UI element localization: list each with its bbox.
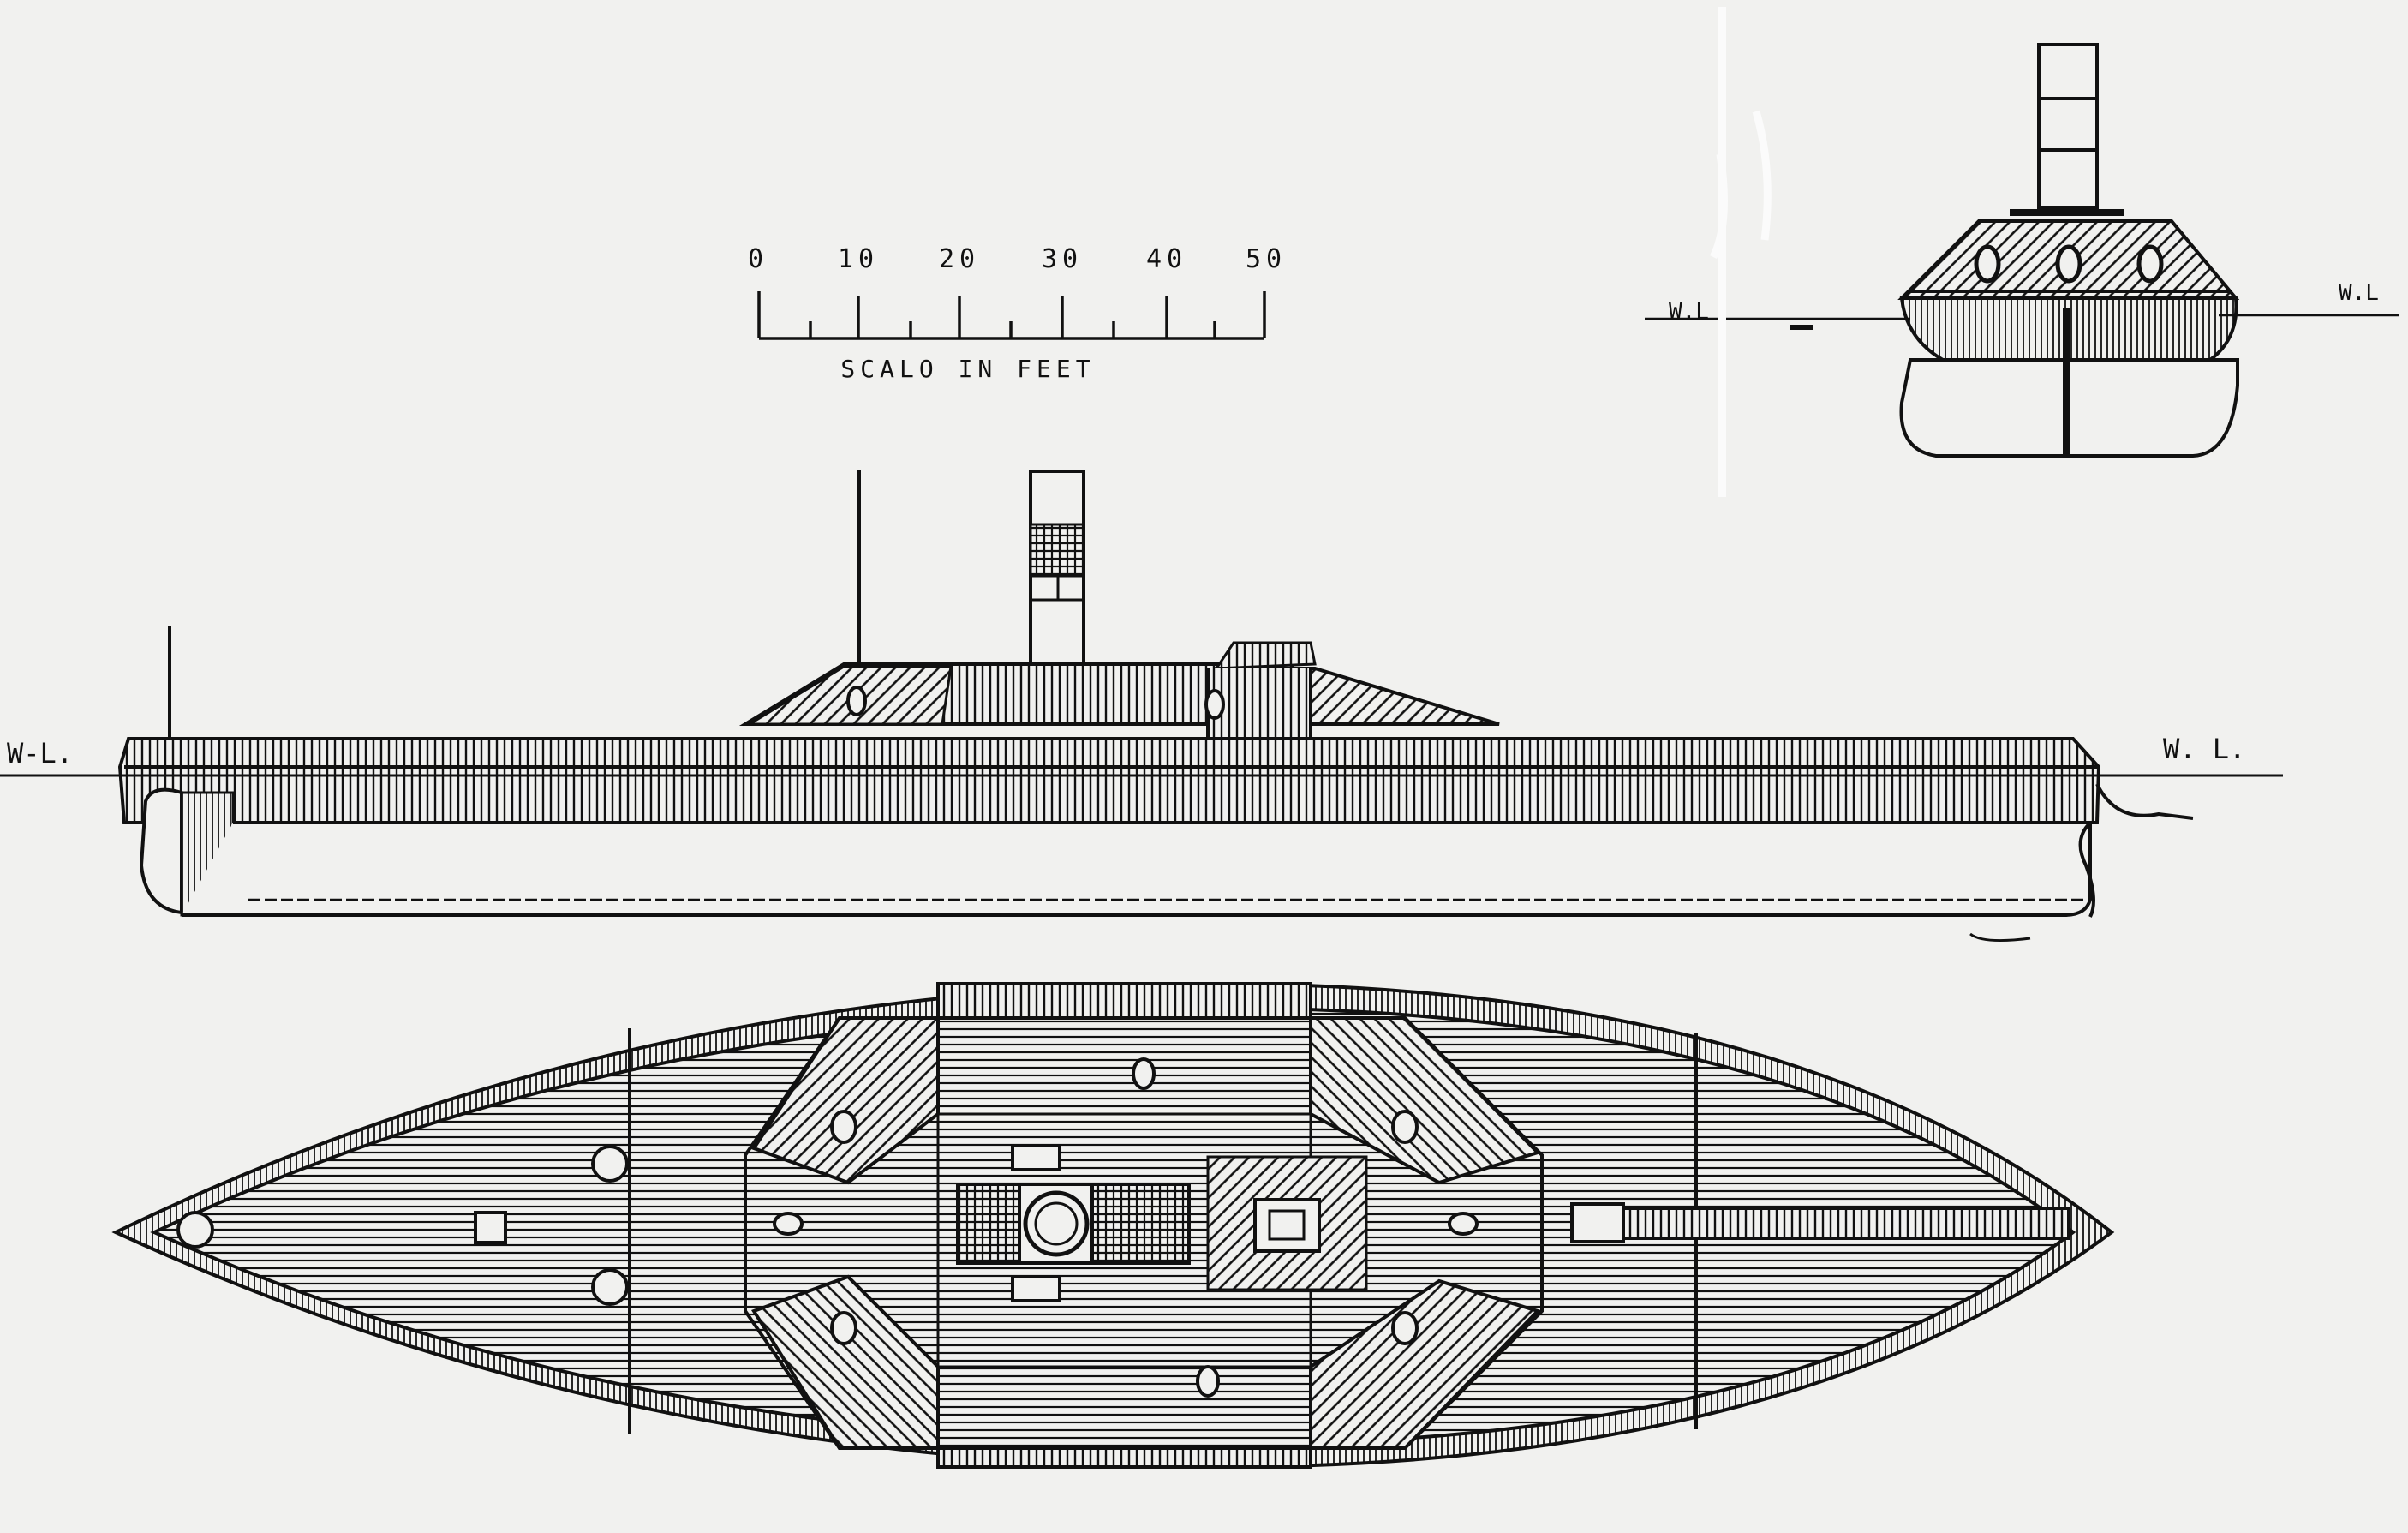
profile-waterline-label-right: W. L. [2163, 733, 2245, 765]
profile-waterline-label-left: W-L. [7, 737, 73, 769]
side-profile-view: W-L. W. L. [0, 470, 2283, 943]
scale-label-50: 50 [1246, 244, 1287, 274]
scale-label-20: 20 [939, 244, 980, 274]
scale-label-10: 10 [838, 244, 879, 274]
scale-bar: 0 10 20 30 40 50 SCALO IN FEET [748, 244, 1287, 383]
scale-bar-line [757, 291, 1266, 340]
cross-section-view: W.L W.L [1645, 7, 2399, 497]
scale-label-40: 40 [1146, 244, 1187, 274]
gun-port-icons [1974, 244, 2164, 284]
section-waterline-label-left: W.L [1669, 299, 1709, 325]
scale-label-0: 0 [748, 244, 768, 274]
deck-plan-view [111, 981, 2115, 1470]
scale-caption: SCALO IN FEET [840, 355, 1095, 383]
section-waterline-label-right: W.L [2339, 280, 2379, 306]
deck-fitting-icons [176, 1057, 1479, 1398]
scale-tick-labels: 0 10 20 30 40 50 [748, 244, 1287, 274]
scale-label-30: 30 [1042, 244, 1083, 274]
